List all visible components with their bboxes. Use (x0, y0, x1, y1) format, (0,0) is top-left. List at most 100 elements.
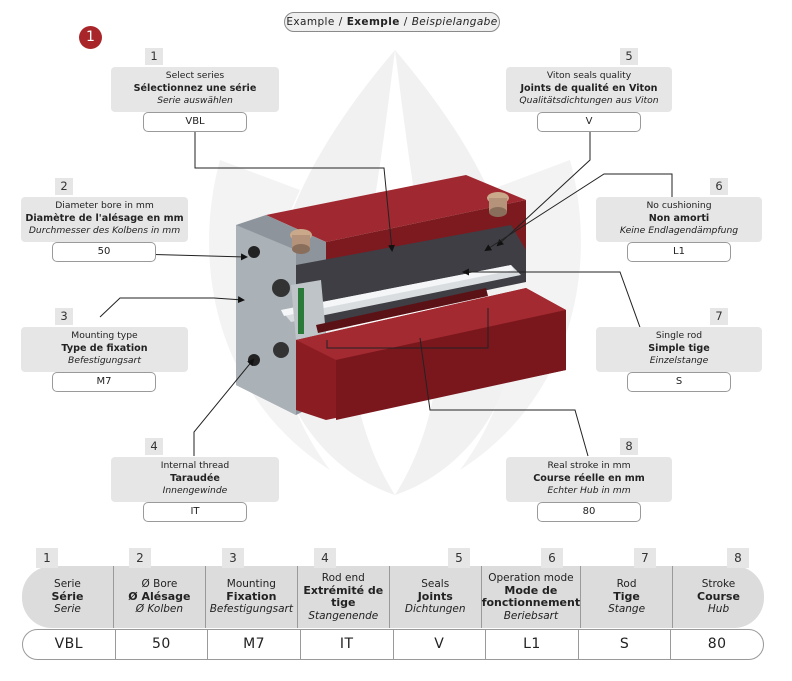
option-label-box: Internal thread Taraudée Innengewinde (111, 457, 279, 502)
order-header-cell: Stroke Course Hub (672, 566, 764, 628)
option-label-de: Qualitätsdichtungen aus Viton (519, 95, 659, 106)
option-label-box: Select series Sélectionnez une série Ser… (111, 67, 279, 112)
header-en: Example (286, 16, 335, 28)
option-label-de: Durchmesser des Kolbens in mm (28, 225, 181, 236)
order-header-fr: Fixation (226, 589, 277, 603)
order-value: S (577, 630, 671, 659)
order-header-en: Operation mode (488, 572, 574, 584)
order-column-number: 4 (314, 548, 336, 568)
option-label-fr: Taraudée (170, 472, 220, 484)
header-de: Beispielangabe (411, 16, 498, 28)
option-label-fr: Diamètre de l'alésage en mm (25, 212, 184, 224)
order-header-de: Stange (608, 603, 646, 616)
option-label-fr: Joints de qualité en Viton (520, 82, 658, 94)
order-header-cell: Serie Série Serie (22, 566, 113, 628)
option-number: 1 (145, 48, 163, 65)
order-header-cell: Ø Bore Ø Alésage Ø Kolben (112, 566, 205, 628)
order-value: V (392, 630, 486, 659)
mounting-screw-right (487, 192, 509, 217)
option-label-en: Internal thread (160, 460, 230, 471)
order-header-band (22, 566, 764, 628)
header-slash-2: / (403, 16, 408, 28)
option-label-box: Mounting type Type de fixation Befestigu… (21, 327, 188, 372)
option-value: S (627, 372, 731, 392)
order-header-de: Stangenende (308, 609, 379, 622)
option-label-en: Mounting type (71, 330, 138, 341)
option-value: M7 (52, 372, 156, 392)
order-header-en: Seals (421, 578, 450, 591)
option-number: 8 (620, 438, 638, 455)
order-header-fr: Série (51, 589, 84, 603)
option-label-fr: Sélectionnez une série (133, 82, 257, 94)
order-header-de: Ø Kolben (135, 603, 184, 616)
order-header-fr: Ø Alésage (128, 589, 191, 603)
order-header-cell: Seals Joints Dichtungen (388, 566, 481, 628)
option-number: 6 (710, 178, 728, 195)
order-header-de: Befestigungsart (209, 603, 293, 616)
order-header-en: Ø Bore (141, 578, 178, 591)
order-header-fr: Extrémité de tige (303, 583, 384, 609)
option-label-en: Single rod (655, 330, 703, 341)
option-label-en: No cushioning (646, 200, 712, 211)
order-header-fr: Joints (417, 589, 453, 603)
option-label-box: Real stroke in mm Course réelle en mm Ec… (506, 457, 672, 502)
order-column-number: 5 (448, 548, 470, 568)
step-badge: 1 (79, 26, 102, 49)
order-header-cell: Rod Tige Stange (580, 566, 672, 628)
order-header-de: Serie (54, 603, 81, 616)
option-label-de: Serie auswählen (157, 95, 233, 106)
option-label-en: Real stroke in mm (547, 460, 631, 471)
order-column-number: 7 (634, 548, 656, 568)
order-column-number: 8 (727, 548, 749, 568)
order-column-number: 1 (36, 548, 58, 568)
order-header-en: Rod end (321, 572, 365, 584)
order-header-en: Rod (616, 578, 637, 591)
order-header-fr: Tige (613, 589, 640, 603)
option-label-box: Single rod Simple tige Einzelstange (596, 327, 762, 372)
order-value: 80 (670, 630, 763, 659)
order-value: M7 (207, 630, 300, 659)
order-column-number: 6 (541, 548, 563, 568)
order-header-de: Hub (707, 603, 730, 616)
order-header-en: Stroke (701, 578, 736, 591)
order-value: L1 (485, 630, 578, 659)
option-number: 7 (710, 308, 728, 325)
option-label-fr: Course réelle en mm (533, 472, 645, 484)
option-label-box: No cushioning Non amorti Keine Endlagend… (596, 197, 762, 242)
option-number: 4 (145, 438, 163, 455)
option-label-en: Select series (165, 70, 225, 81)
order-header-en: Serie (54, 578, 81, 591)
option-label-fr: Type de fixation (61, 342, 148, 354)
option-label-box: Diameter bore in mm Diamètre de l'alésag… (21, 197, 188, 242)
order-column-numbers: 1 2 3 4 5 6 7 8 (22, 548, 764, 568)
order-header-fr: Mode de fonctionnement (481, 583, 581, 609)
mounting-screw-left (290, 229, 312, 254)
order-header-de: Dichtungen (404, 603, 466, 616)
order-header-fr: Course (697, 589, 740, 603)
option-label-box: Viton seals quality Joints de qualité en… (506, 67, 672, 112)
option-label-de: Einzelstange (649, 355, 709, 366)
option-label-en: Diameter bore in mm (55, 200, 154, 211)
order-header-cells: Serie Série Serie Ø Bore Ø Alésage Ø Kol… (22, 566, 764, 628)
option-value: VBL (143, 112, 247, 132)
cylinder-cutaway-illustration (236, 175, 566, 420)
header-slash-1: / (338, 16, 343, 28)
option-label-de: Echter Hub in mm (547, 485, 631, 496)
option-label-fr: Non amorti (648, 212, 710, 224)
order-header-cell: Mounting Fixation Befestigungsart (204, 566, 297, 628)
order-header-cell: Operation mode Mode de fonctionnement Be… (480, 566, 581, 628)
order-header-cell: Rod end Extrémité de tige Stangenende (296, 566, 389, 628)
header-fr: Exemple (346, 16, 400, 28)
option-label-de: Innengewinde (162, 485, 228, 496)
order-header-de: Beriebsart (503, 609, 559, 622)
option-number: 5 (620, 48, 638, 65)
option-label-fr: Simple tige (648, 342, 710, 354)
option-value: 50 (52, 242, 156, 262)
option-number: 3 (55, 308, 73, 325)
option-label-en: Viton seals quality (546, 70, 632, 81)
order-values-row: VBL 50 M7 IT V L1 S 80 (22, 629, 764, 660)
order-value: 50 (114, 630, 208, 659)
option-number: 2 (55, 178, 73, 195)
order-header-en: Mounting (226, 578, 276, 591)
order-column-number: 3 (222, 548, 244, 568)
